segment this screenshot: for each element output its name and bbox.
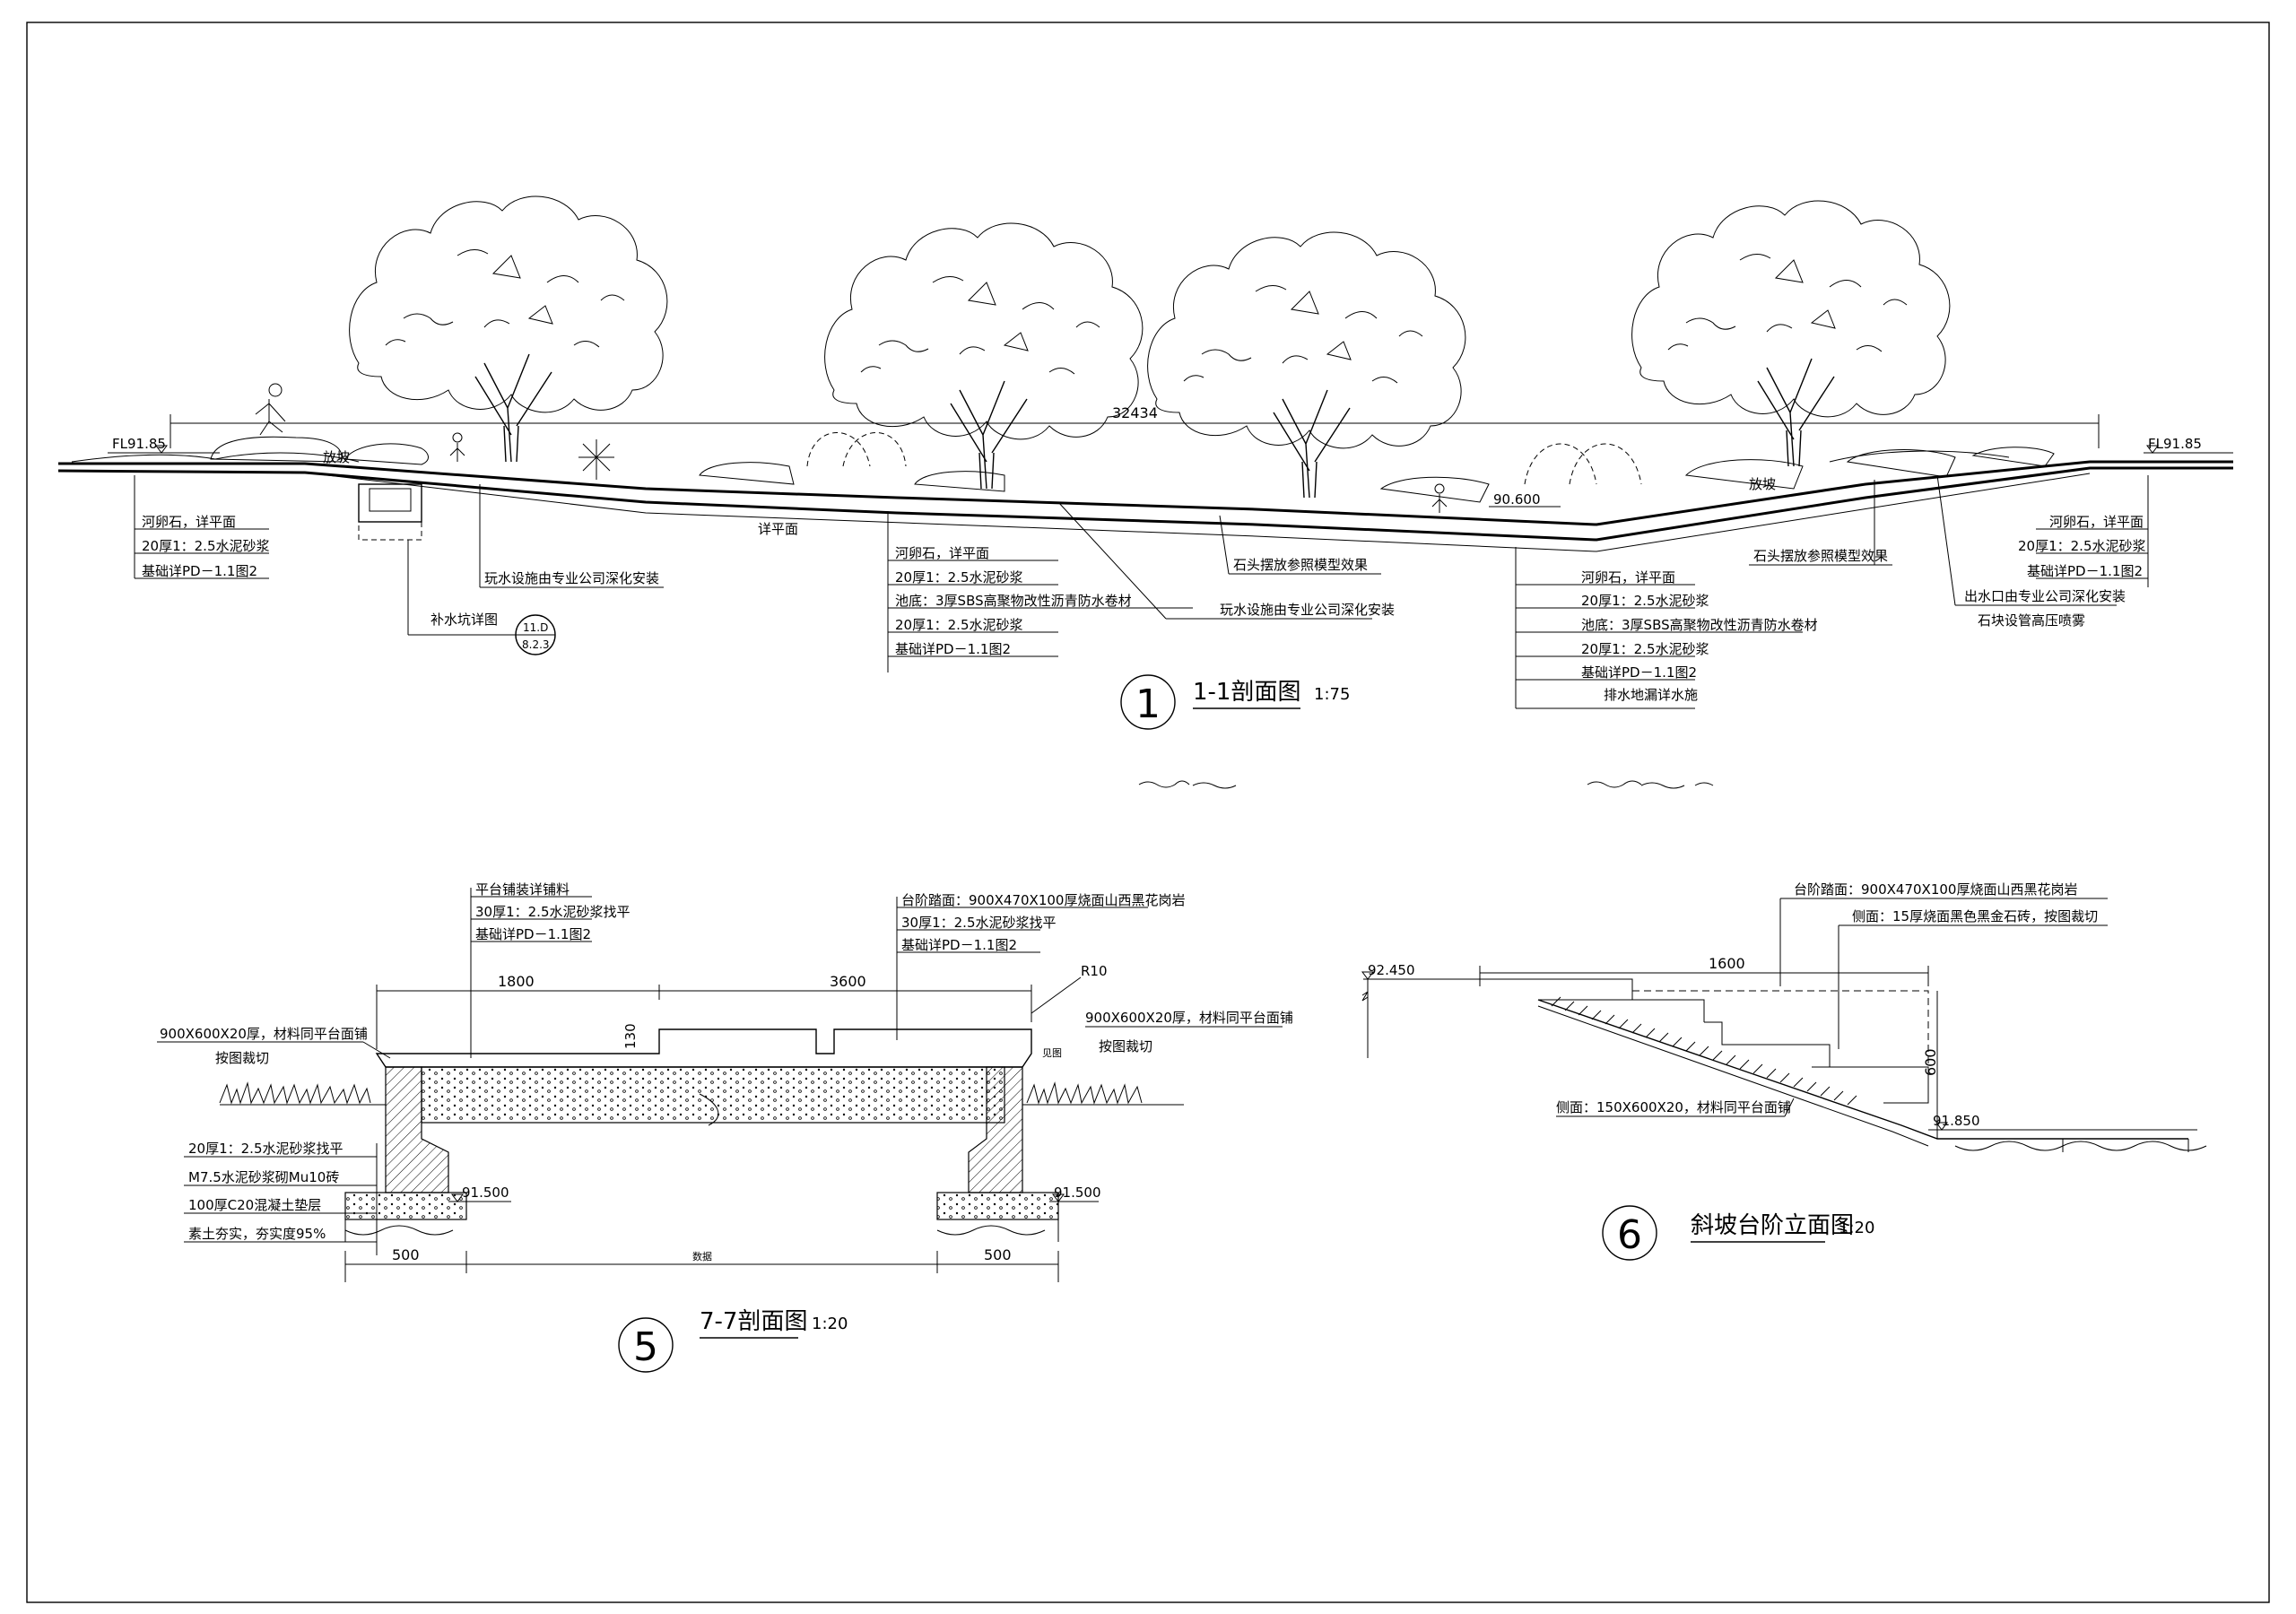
s6-dim-height: 600 — [1922, 1048, 1939, 1076]
section-7-7: 平台铺装详铺料 30厚1：2.5水泥砂浆找平 基础详PD－1.1图2 台阶踏面：… — [157, 881, 1293, 1373]
s5-note-top-right-1: 台阶踏面：900X470X100厚烧面山西黑花岗岩 — [901, 892, 1185, 908]
section1-number-circle — [1120, 674, 1176, 730]
level-mid: 90.600 — [1493, 491, 1541, 508]
s5-note-right-a: 900X600X20厚，材料同平台面铺 — [1085, 1010, 1293, 1026]
dim-total: 32434 — [1112, 404, 1158, 421]
s5-note-lb-4: 素土夯实，夯实度95% — [188, 1226, 326, 1242]
note-left-2: 20厚1：2.5水泥砂浆 — [142, 538, 270, 554]
note-rc-6: 排水地漏详水施 — [1604, 687, 1698, 703]
person-figure-small — [449, 432, 465, 462]
pit-ref-bottom: 8.2.3 — [522, 638, 550, 651]
s5-note-right-small: 见图 — [1042, 1047, 1062, 1059]
person-figure-right — [1431, 483, 1448, 513]
note-rc-1: 河卵石，详平面 — [1581, 569, 1675, 586]
person-figure-left — [255, 383, 286, 436]
section6-number-circle — [1602, 1205, 1657, 1261]
tree-3 — [1146, 231, 1466, 499]
section5-number: 5 — [633, 1324, 658, 1370]
s5-note-lb-3: 100厚C20混凝土垫层 — [188, 1197, 321, 1213]
pit-ref-top: 11.D — [523, 621, 548, 634]
s6-note-side: 侧面：15厚烧面黑色黑金石砖，按图裁切 — [1852, 908, 2098, 924]
label-detail-plan: 详平面 — [758, 521, 798, 537]
note-rc-2: 20厚1：2.5水泥砂浆 — [1581, 593, 1709, 609]
tree-1 — [348, 195, 668, 463]
section1-scale: 1:75 — [1314, 685, 1350, 704]
note-center-4: 20厚1：2.5水泥砂浆 — [895, 617, 1023, 633]
note-play-left: 玩水设施由专业公司深化安装 — [484, 570, 659, 586]
note-play-center: 玩水设施由专业公司深化安装 — [1220, 602, 1395, 618]
sheet-border — [26, 22, 2270, 1603]
s5-note-left-a: 900X600X20厚，材料同平台面铺 — [160, 1026, 368, 1042]
s6-dim-width: 1600 — [1709, 955, 1745, 972]
note-right-3: 基础详PD－1.1图2 — [2027, 563, 2143, 579]
tree-4 — [1631, 200, 1951, 467]
s5-dim-top-left: 1800 — [498, 973, 535, 990]
s5-note-top-left-2: 30厚1：2.5水泥砂浆找平 — [475, 904, 631, 920]
s5-level-left: 91.500 — [462, 1184, 509, 1201]
s5-note-left-b: 按图裁切 — [215, 1050, 269, 1066]
note-center-3: 池底：3厚SBS高聚物改性沥青防水卷材 — [895, 593, 1132, 609]
note-pit: 补水坑详图 — [430, 612, 498, 628]
note-rc-3: 池底：3厚SBS高聚物改性沥青防水卷材 — [1581, 617, 1818, 633]
s6-note-tread: 台阶踏面：900X470X100厚烧面山西黑花岗岩 — [1794, 881, 2077, 898]
section5-number-circle — [618, 1317, 674, 1373]
s6-level-bottom: 91.850 — [1933, 1113, 1980, 1129]
note-spray: 石块设管高压喷雾 — [1978, 612, 2085, 629]
s5-dim-130: 130 — [622, 1023, 639, 1049]
section1-title: 1-1剖面图 — [1193, 679, 1300, 706]
s5-note-top-left-1: 平台铺装详铺料 — [475, 881, 570, 898]
note-right-2: 20厚1：2.5水泥砂浆 — [2018, 538, 2146, 554]
note-stone-right: 石头摆放参照模型效果 — [1753, 548, 1888, 564]
note-rc-4: 20厚1：2.5水泥砂浆 — [1581, 641, 1709, 657]
section6-scale: 1:20 — [1839, 1219, 1874, 1237]
s5-dim-top-right: 3600 — [830, 973, 866, 990]
note-rc-5: 基础详PD－1.1图2 — [1581, 664, 1697, 681]
note-left-1: 河卵石，详平面 — [142, 514, 236, 530]
section5-scale: 1:20 — [812, 1315, 848, 1333]
s5-dim-bottom-right: 500 — [984, 1246, 1012, 1263]
note-outlet: 出水口由专业公司深化安装 — [1964, 588, 2126, 604]
level-left: FL91.85 — [112, 436, 166, 452]
s5-note-top-right-3: 基础详PD－1.1图2 — [901, 937, 1017, 953]
s5-note-top-left-3: 基础详PD－1.1图2 — [475, 926, 591, 942]
s5-dim-bottom-mid: 数据 — [692, 1250, 712, 1263]
s5-note-lb-2: M7.5水泥砂浆砌Mu10砖 — [188, 1169, 339, 1185]
section1-number: 1 — [1135, 681, 1161, 727]
s5-platform-slab — [375, 1028, 1032, 1068]
section6-title: 斜坡台阶立面图 — [1691, 1212, 1854, 1239]
section-1-1: 32434 — [57, 195, 2233, 789]
label-slope-right: 放坡 — [1749, 476, 1776, 492]
note-center-1: 河卵石，详平面 — [895, 545, 989, 561]
level-right: FL91.85 — [2148, 436, 2202, 452]
s5-note-lb-1: 20厚1：2.5水泥砂浆找平 — [188, 1141, 344, 1157]
note-center-5: 基础详PD－1.1图2 — [895, 641, 1011, 657]
tree-2 — [823, 222, 1144, 490]
note-right-1: 河卵石，详平面 — [2049, 514, 2144, 530]
s6-slope — [1537, 999, 2188, 1140]
s5-dim-radius: R10 — [1081, 963, 1108, 979]
note-center-2: 20厚1：2.5水泥砂浆 — [895, 569, 1023, 586]
ground-profile-top — [58, 460, 2233, 526]
s5-note-right-b: 按图裁切 — [1099, 1038, 1152, 1054]
s5-dim-bottom-left: 500 — [392, 1246, 420, 1263]
section5-title: 7-7剖面图 — [700, 1308, 807, 1335]
ground-profile-bottom — [57, 466, 2233, 542]
s5-level-right: 91.500 — [1054, 1184, 1101, 1201]
section-6-stair-elevation: 台阶踏面：900X470X100厚烧面山西黑花岗岩 侧面：15厚烧面黑色黑金石砖… — [1361, 881, 2207, 1261]
pinwheel-play-equipment — [578, 439, 614, 480]
note-stone-center: 石头摆放参照模型效果 — [1233, 557, 1368, 573]
note-left-3: 基础详PD－1.1图2 — [142, 563, 257, 579]
pit-drain — [358, 483, 422, 523]
s6-note-side-bottom: 侧面：150X600X20，材料同平台面铺 — [1556, 1099, 1791, 1115]
label-slope-left: 放坡 — [323, 449, 350, 465]
section6-number: 6 — [1617, 1212, 1642, 1258]
s6-level-top: 92.450 — [1368, 962, 1415, 978]
s5-note-top-right-2: 30厚1：2.5水泥砂浆找平 — [901, 915, 1057, 931]
